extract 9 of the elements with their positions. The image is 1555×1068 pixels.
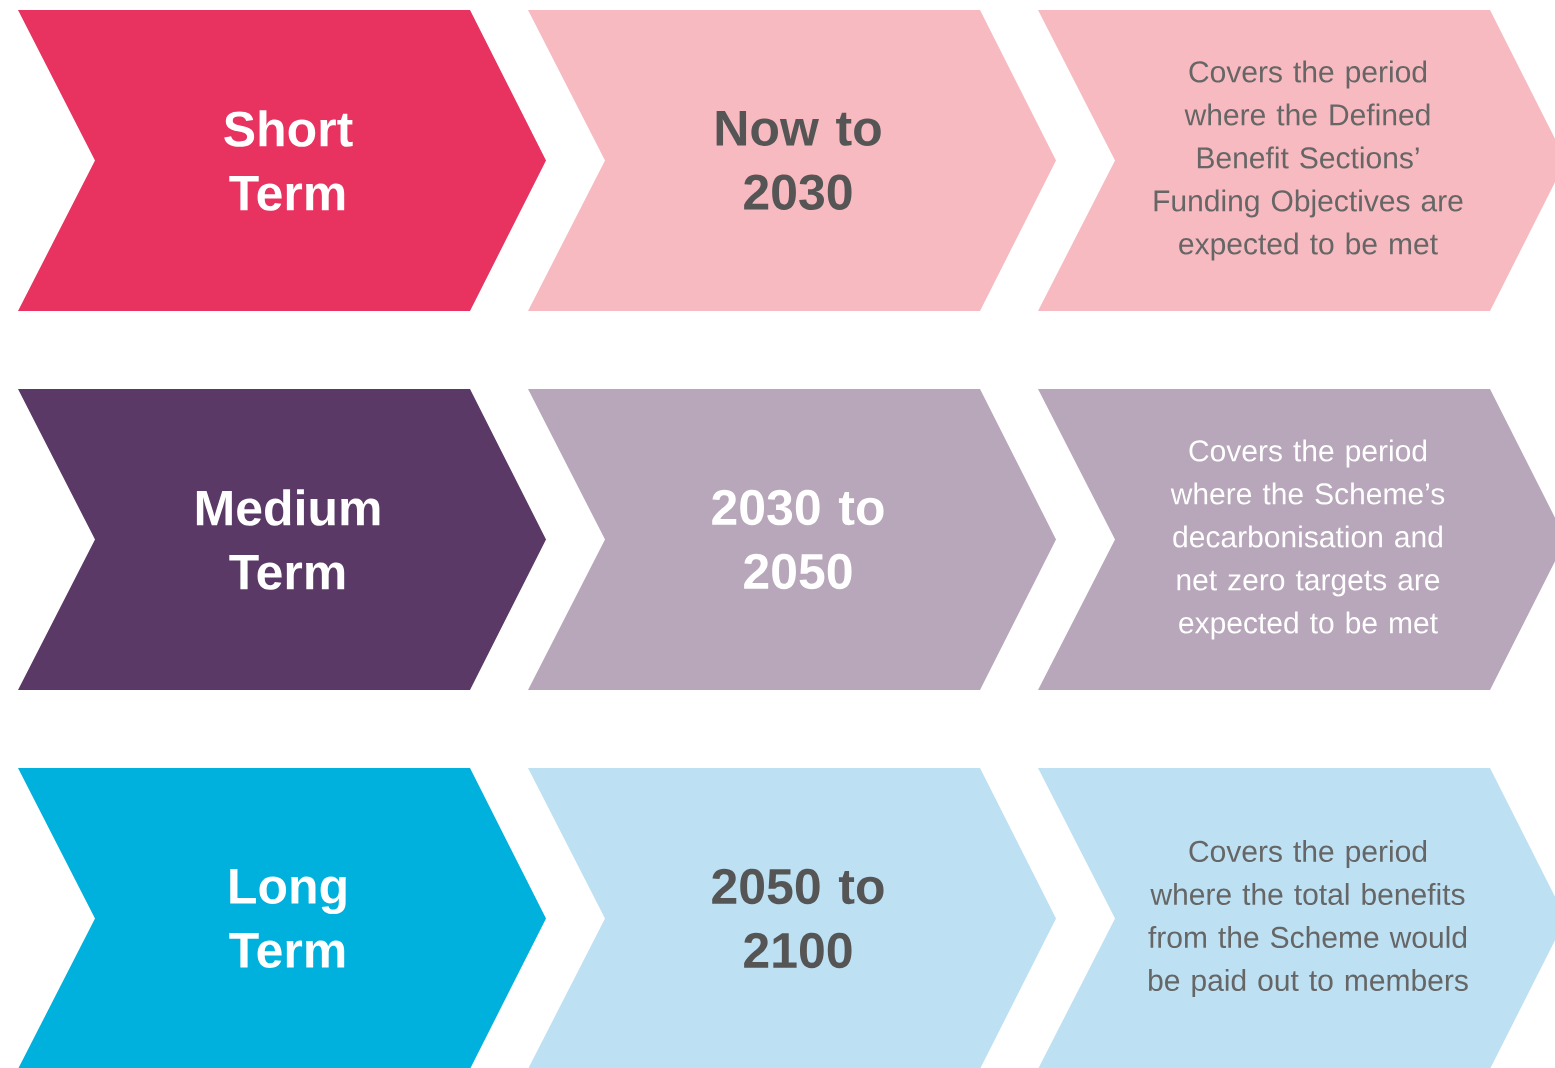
- step-box: Short Term: [18, 10, 546, 311]
- step-box: Covers the period where the Defined Benefit Sections’ Funding Objectives are expected to be met: [1038, 10, 1555, 311]
- step-box: 2050 to 2100: [528, 768, 1056, 1068]
- step-box: Covers the period where the Scheme’s decarbonisation and net zero targets are expected to be met: [1038, 389, 1555, 690]
- step-box: Long Term: [18, 768, 546, 1068]
- step-box: Medium Term: [18, 389, 546, 690]
- step-box: 2030 to 2050: [528, 389, 1056, 690]
- step-box: Covers the period where the total benefits from the Scheme would be paid out to members: [1038, 768, 1555, 1068]
- step-box: Now to 2030: [528, 10, 1056, 311]
